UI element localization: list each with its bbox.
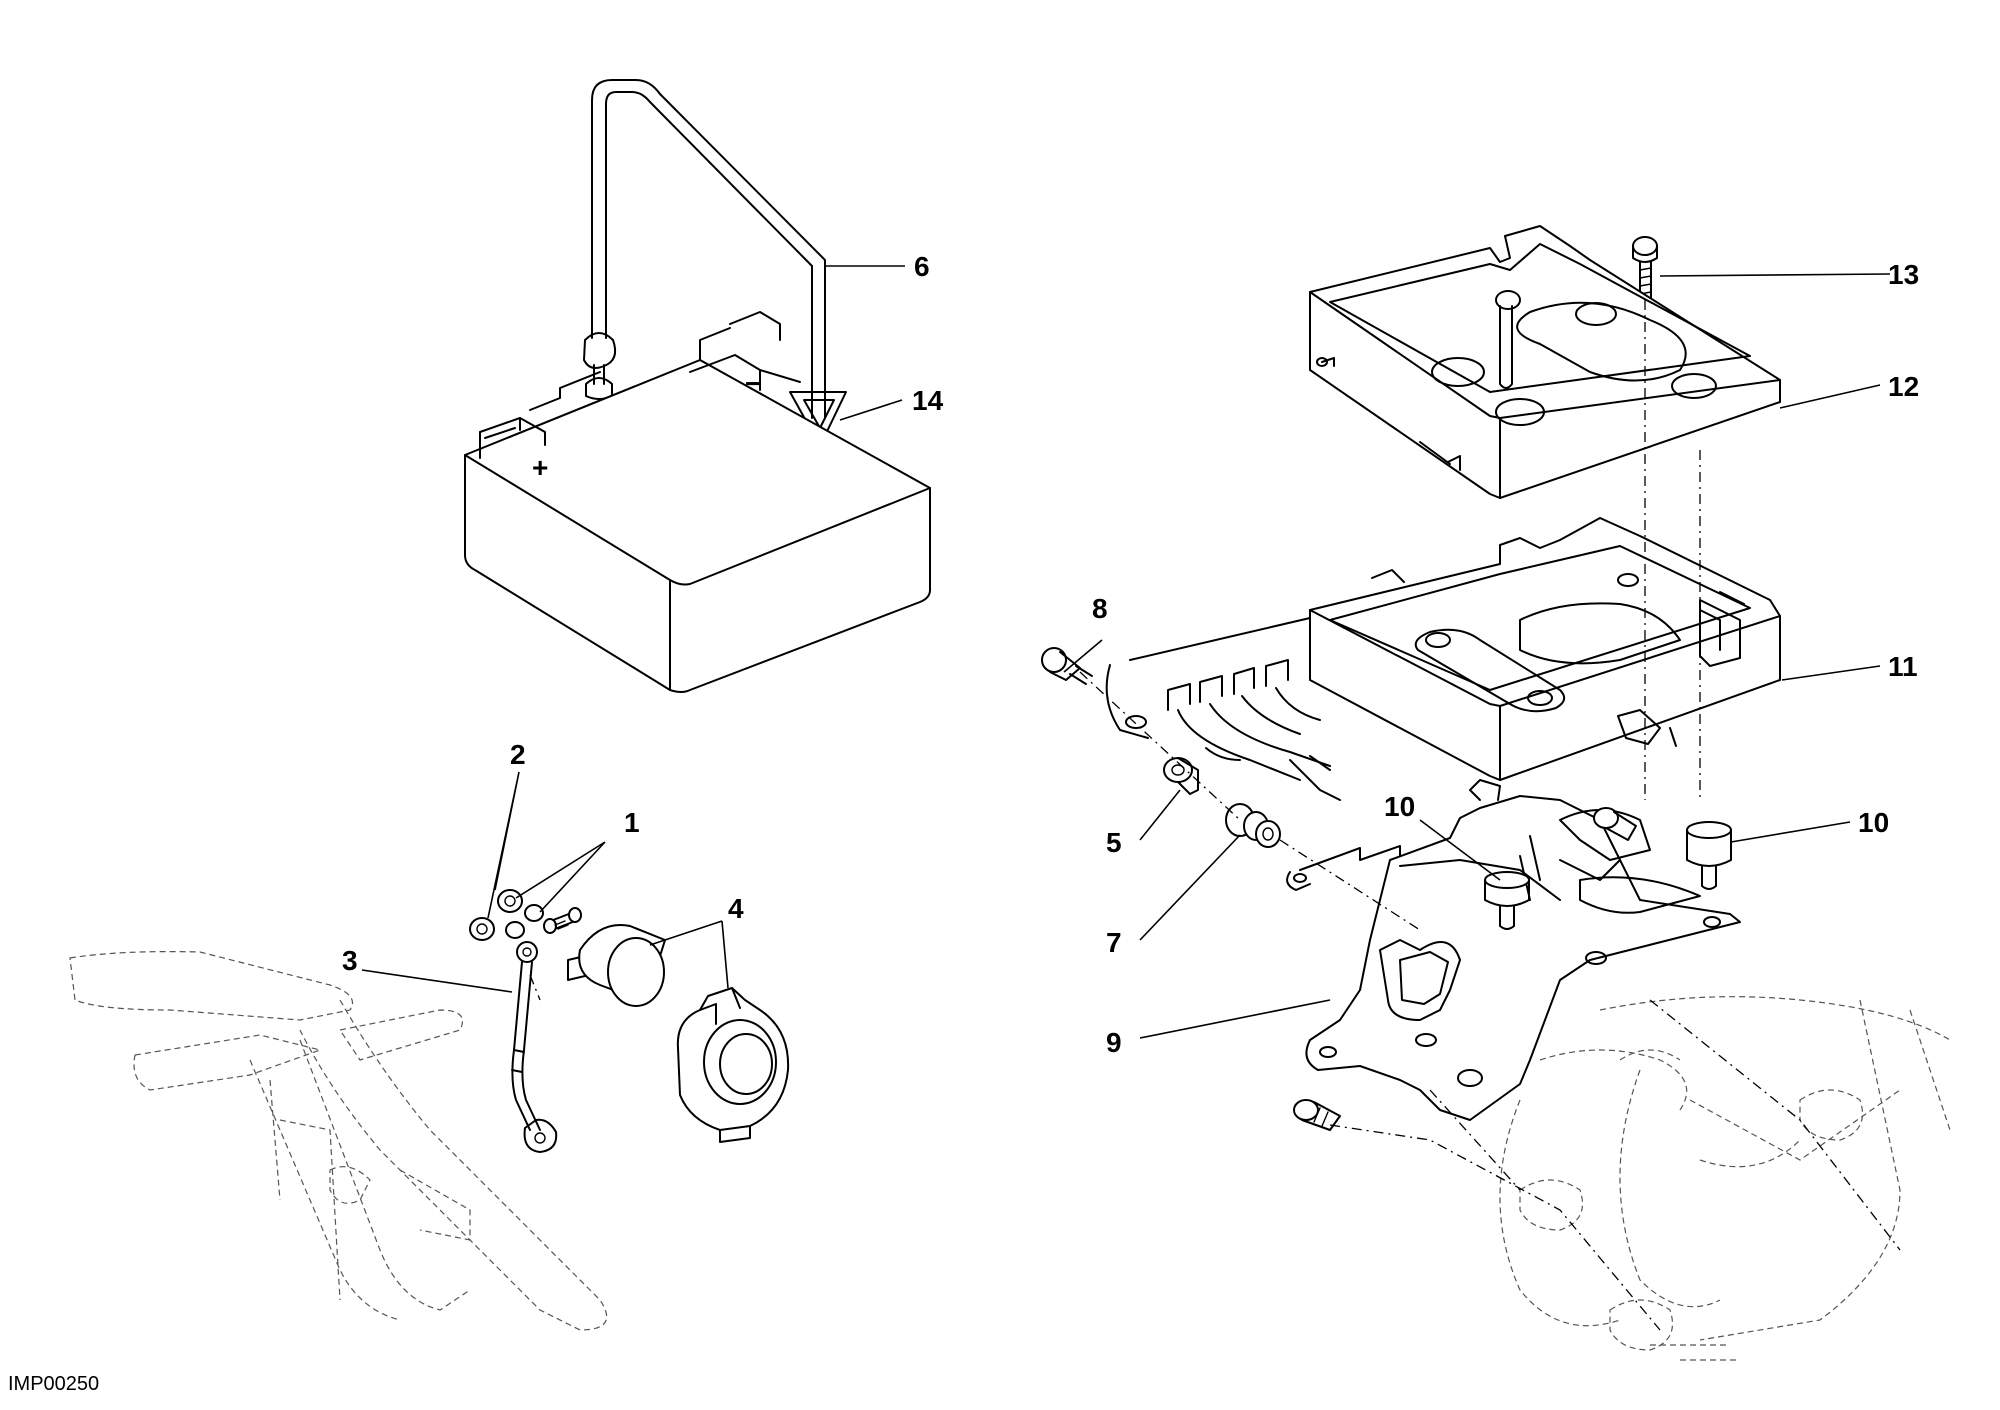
callout-4: 4 bbox=[728, 893, 744, 924]
bracket-bolt bbox=[1293, 1099, 1341, 1131]
fuse-box-wiring bbox=[1105, 617, 1341, 801]
callout-11: 11 bbox=[1888, 651, 1918, 682]
fuse-box-screw bbox=[1041, 647, 1093, 685]
battery-tray bbox=[1309, 517, 1781, 781]
terminal-nuts-washers bbox=[469, 889, 582, 941]
battery-positive-mark: + bbox=[532, 452, 548, 483]
callout-1: 1 bbox=[624, 807, 640, 838]
callout-9: 9 bbox=[1106, 1027, 1122, 1058]
frame-section-left bbox=[69, 951, 608, 1331]
top-bolt bbox=[1632, 236, 1658, 299]
callout-10-left: 10 bbox=[1384, 791, 1415, 822]
battery-support-bracket bbox=[1286, 779, 1741, 1121]
bracket-mount-bolt bbox=[1593, 807, 1637, 841]
spacer bbox=[1163, 757, 1199, 795]
callout-8: 8 bbox=[1092, 593, 1108, 624]
drawing-code: IMP00250 bbox=[8, 1373, 100, 1395]
callout-12: 12 bbox=[1888, 371, 1919, 402]
assembly-axis-lines bbox=[529, 300, 1901, 1331]
callout-labels: 1 2 3 4 5 6 7 8 9 10 10 11 12 13 14 bbox=[342, 251, 1919, 1058]
callout-5: 5 bbox=[1106, 827, 1122, 858]
ground-cable bbox=[511, 941, 558, 1153]
grommet bbox=[1225, 803, 1281, 848]
rubber-mount-right bbox=[1686, 821, 1732, 890]
leader-lines bbox=[361, 265, 1891, 1039]
battery: + − bbox=[464, 311, 931, 693]
cover-screw bbox=[1495, 290, 1521, 389]
callout-14: 14 bbox=[912, 385, 944, 416]
callout-10-right: 10 bbox=[1858, 807, 1889, 838]
callout-2: 2 bbox=[510, 739, 526, 770]
callout-3: 3 bbox=[342, 945, 358, 976]
starter-relay bbox=[567, 924, 790, 1143]
battery-cover-top bbox=[1309, 225, 1781, 499]
callout-7: 7 bbox=[1106, 927, 1122, 958]
battery-negative-mark: − bbox=[745, 368, 761, 399]
frame-section-right bbox=[1499, 996, 1951, 1361]
callout-13: 13 bbox=[1888, 259, 1919, 290]
callout-6: 6 bbox=[914, 251, 930, 282]
